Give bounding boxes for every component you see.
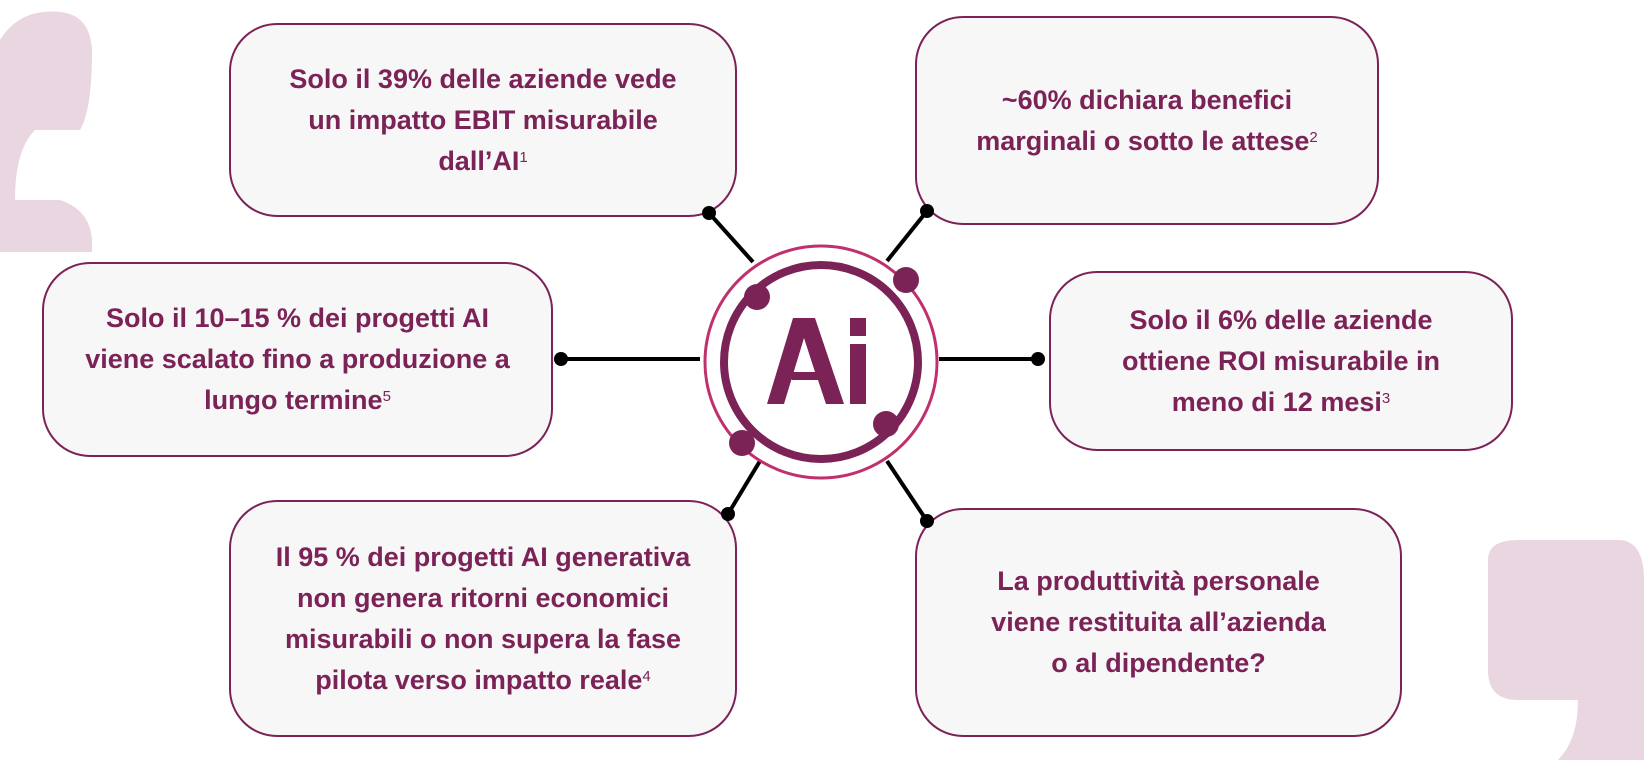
stat-box-roi: Solo il 6% delle aziende ottiene ROI mis… [1049, 271, 1513, 451]
connector-line [885, 459, 929, 523]
stat-text: ~60% dichiara benefici marginali o sotto… [976, 84, 1318, 156]
connector-line [726, 459, 762, 516]
close-quote-icon [1488, 540, 1644, 760]
stat-text: Solo il 10–15 % dei progetti AI viene sc… [85, 303, 510, 415]
connector-line [885, 209, 929, 263]
stat-box-scaling: Solo il 10–15 % dei progetti AI viene sc… [42, 262, 553, 457]
stat-box-genai: Il 95 % dei progetti AI generativa non g… [229, 500, 737, 737]
stat-text: Solo il 39% delle aziende vede un impatt… [289, 63, 677, 176]
connector-line [707, 211, 755, 264]
stat-text: Solo il 6% delle aziende ottiene ROI mis… [1121, 304, 1441, 417]
question-box-productivity: La produttività personale viene restitui… [915, 508, 1402, 737]
stat-text: Il 95 % dei progetti AI generativa non g… [275, 541, 691, 695]
question-text: La produttività personale viene restitui… [991, 566, 1326, 678]
open-quote-icon [0, 11, 92, 252]
stat-box-ebit: Solo il 39% delle aziende vede un impatt… [229, 23, 737, 217]
stat-box-benefits: ~60% dichiara benefici marginali o sotto… [915, 16, 1379, 225]
